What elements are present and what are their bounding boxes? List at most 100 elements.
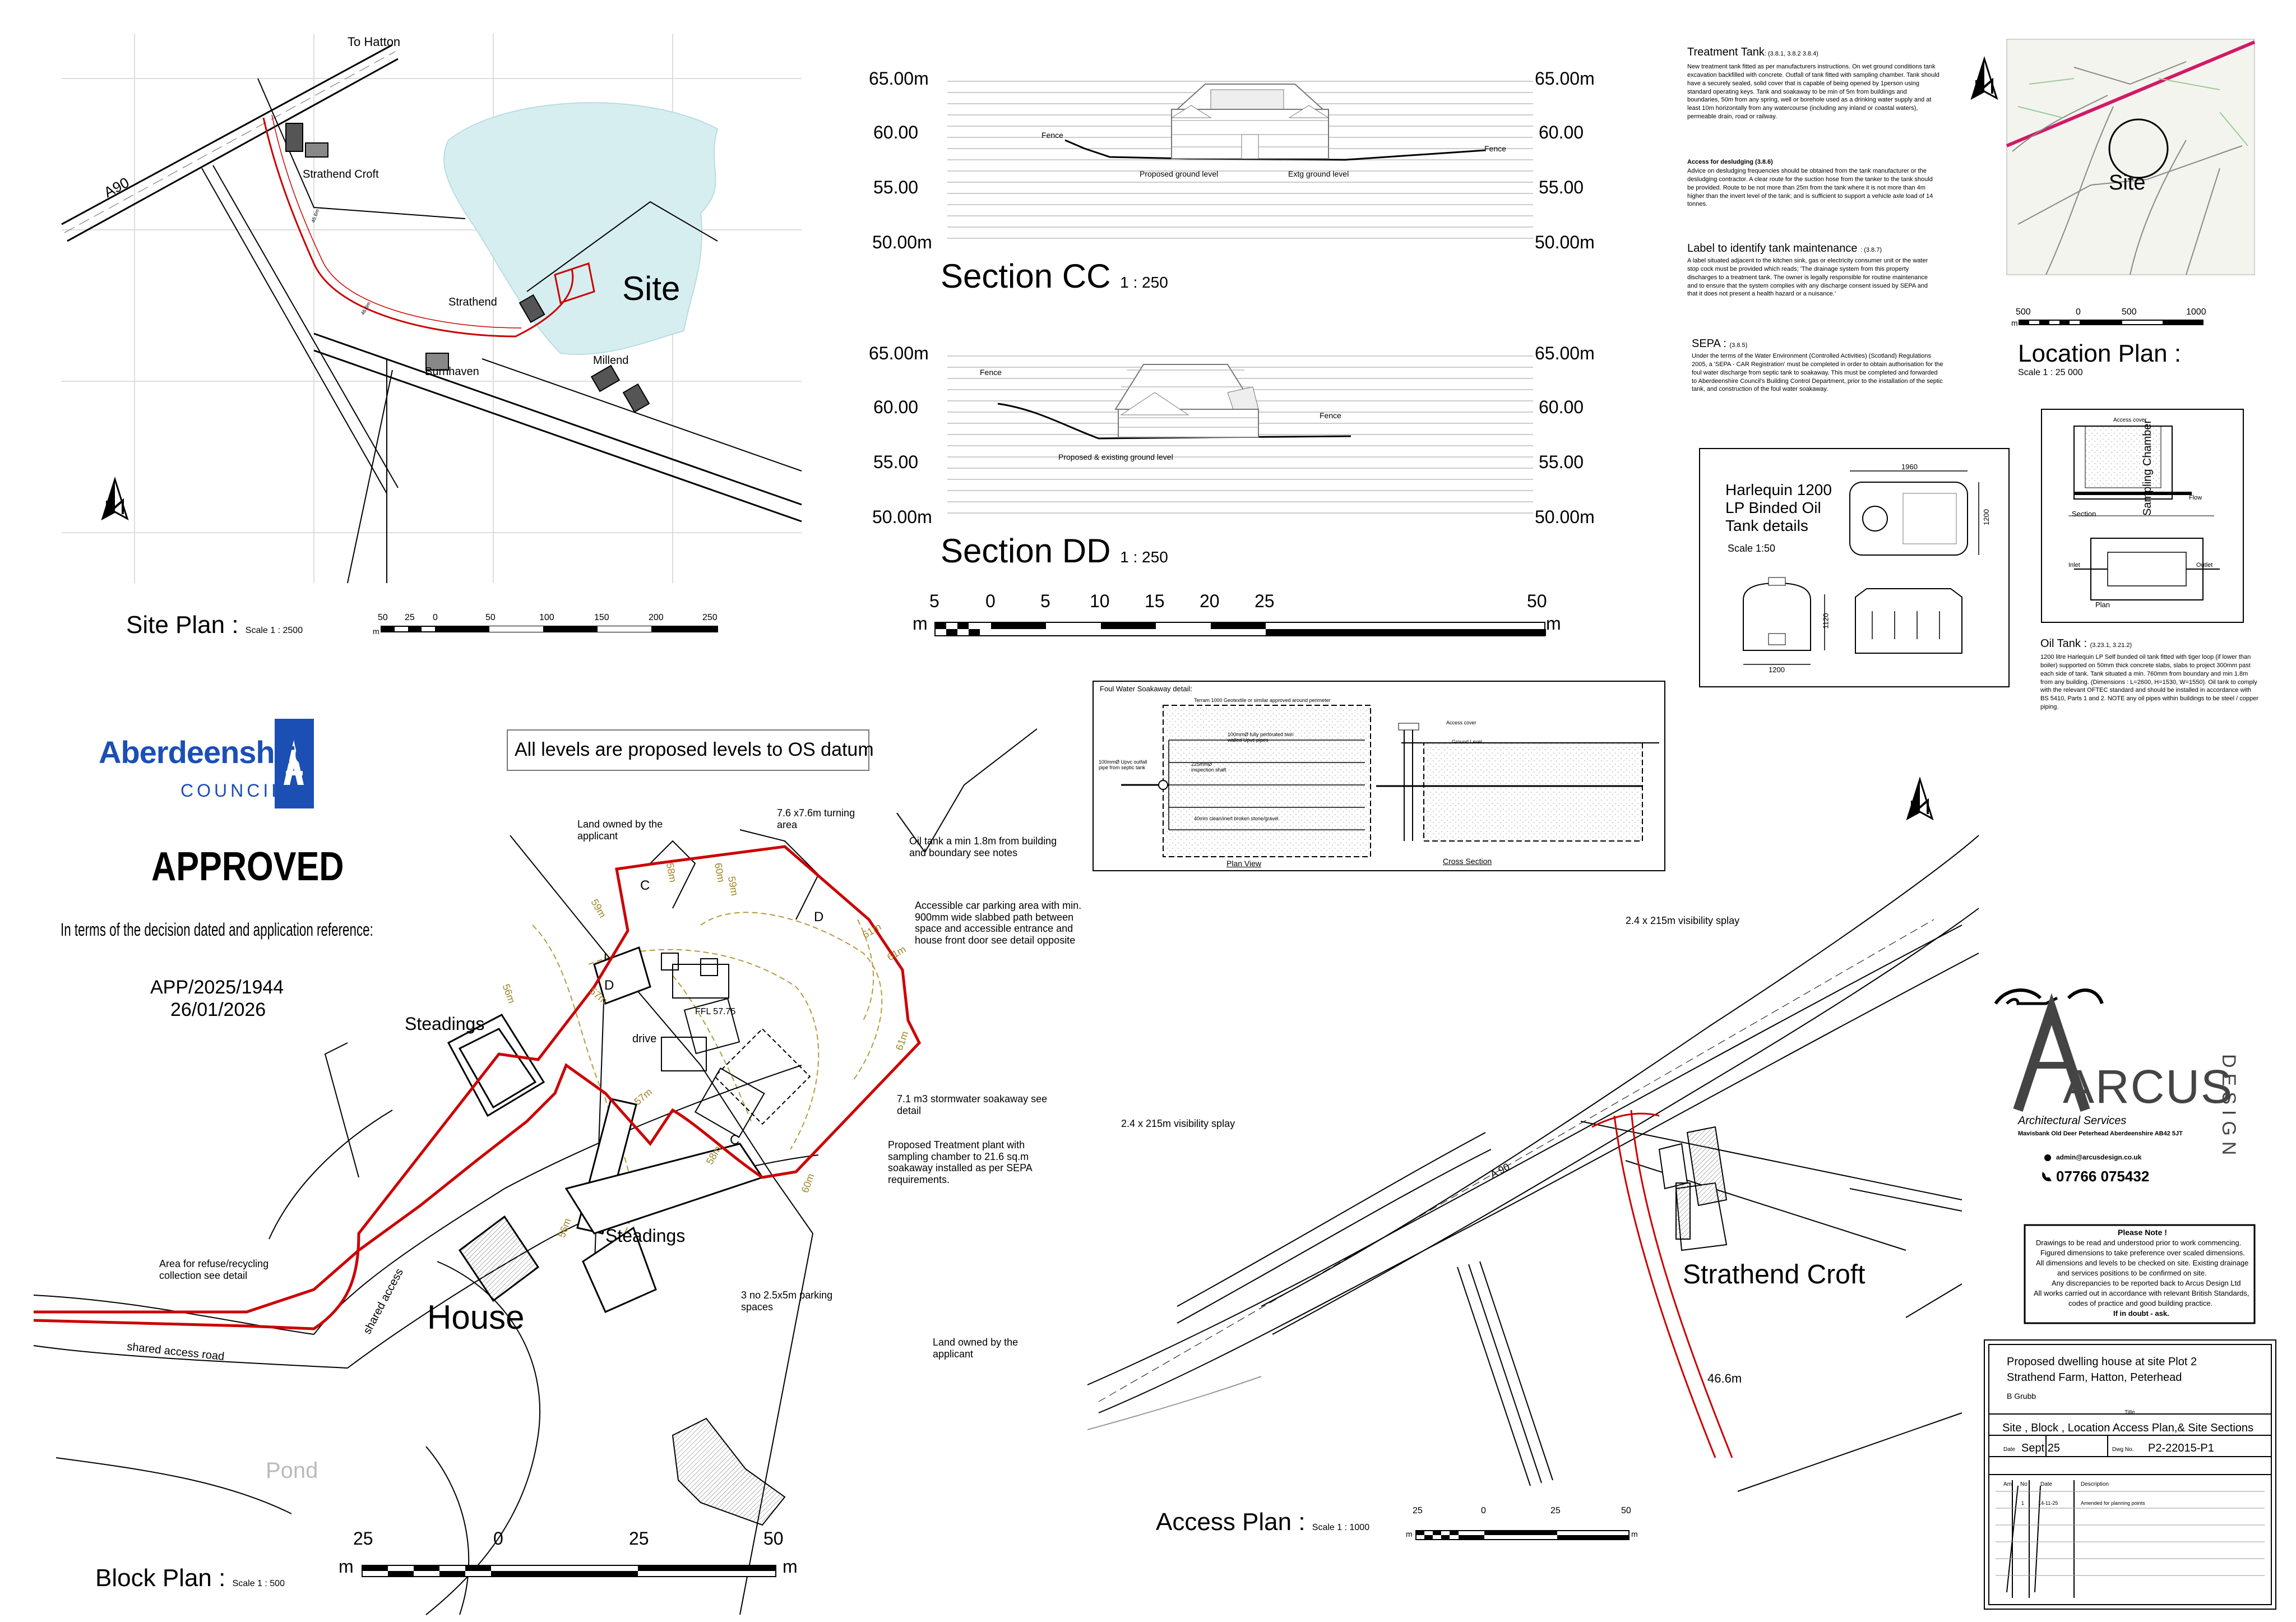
section-dd-drawing [947, 355, 1533, 514]
access-croft: Strathend Croft [1683, 1260, 1866, 1290]
phone-icon [2042, 1172, 2052, 1181]
cc-fence-right: Fence [1484, 144, 1506, 153]
tb-project-2: Strathend Farm, Hatton, Peterhead [2007, 1371, 2182, 1384]
block-turning: 7.6 x7.6m turning area [777, 807, 855, 830]
oil-tank-body: 1200 litre Harlequin LP Self bunded oil … [2040, 654, 2258, 711]
cc-existing-level: Extg ground level [1288, 169, 1349, 178]
soakaway-detail-box [1093, 681, 1665, 871]
arcus-phone: 07766 075432 [2056, 1168, 2150, 1185]
label-maint-body: A label situated adjacent to the kitchen… [1687, 257, 1928, 298]
soakaway-title: Foul Water Soakaway detail: [1100, 685, 1192, 693]
oil-tank-detail-title: Harlequin 1200 LP Binded Oil Tank detail… [1725, 481, 1832, 535]
block-spaces: 3 no 2.5x5m parking spaces [741, 1290, 833, 1313]
sampling-chamber-title: Sampling Chamber [2141, 419, 2154, 516]
dim-1200-a: 1200 [1982, 509, 1991, 525]
soakaway-note-gravel: 40mm clean/inert broken stone/gravel [1194, 816, 1279, 821]
dd-fence-left: Fence [980, 368, 1002, 377]
block-land-bottom: Land owned by the applicant [933, 1337, 1019, 1360]
block-steadings-1: Steadings [405, 1014, 485, 1034]
sampling-chamber-box [2041, 409, 2244, 623]
arcus-design-text: DESIGN [2218, 1054, 2239, 1161]
arcus-email: admin@arcusdesign.co.uk [2056, 1153, 2142, 1161]
treatment-title: Treatment Tank: (3.8.1, 3.8.2 3.8.4) [1687, 46, 1818, 58]
levels-note-box [507, 729, 869, 771]
label-site: Site [622, 270, 681, 307]
block-land-top: Land owned by the applicant [577, 819, 663, 842]
soakaway-note-access: Access cover [1446, 720, 1476, 725]
north-arrow-icon [1971, 58, 1998, 99]
location-map [2006, 39, 2256, 275]
council-date: 26/01/2026 [170, 999, 266, 1020]
sampling-section-label: Section [2072, 510, 2096, 518]
site-plan-title: Site Plan : Scale 1 : 2500 [126, 611, 303, 639]
section-dd-title: Section DD 1 : 250 [941, 532, 1168, 570]
access-plan-drawing [1087, 835, 1979, 1540]
cc-fence-left: Fence [1041, 131, 1063, 140]
sampling-access-label: Access cover [2113, 417, 2147, 423]
block-treatment: Proposed Treatment plant with sampling c… [888, 1139, 1032, 1186]
label-strathend: Strathend [448, 296, 497, 308]
block-plan-scale-bar [362, 1565, 776, 1577]
levels-note: All levels are proposed levels to OS dat… [515, 739, 874, 760]
sampling-plan-label: Plan [2095, 600, 2110, 609]
soakaway-note-outfall: 100mmØ Upvc outfall pipe from septic tan… [1099, 759, 1147, 771]
please-note-box [2024, 1224, 2256, 1324]
block-house: House [427, 1298, 525, 1336]
treatment-body: New treatment tank fitted as per manufac… [1687, 63, 1939, 121]
dd-proposed-level: Proposed & existing ground level [1058, 452, 1173, 461]
council-decision: In terms of the decision dated and appli… [61, 919, 373, 940]
tb-date-label: Date [2003, 1447, 2016, 1453]
label-millend: Millend [593, 354, 629, 367]
access-splay-2: 2.4 x 215m visibility splay [1121, 1118, 1235, 1129]
access-plan-title: Access Plan : Scale 1 : 1000 [1156, 1508, 1370, 1536]
cc-proposed-level: Proposed ground level [1140, 169, 1219, 178]
access-dist: 46.6m [1707, 1371, 1742, 1385]
tb-title: Site , Block , Location Access Plan,& Si… [2002, 1422, 2254, 1434]
location-site-label: Site [2109, 171, 2146, 195]
label-to-hatton: To Hatton [348, 35, 401, 49]
oil-tank-detail-box [1699, 448, 2010, 687]
tb-title-label: Title [2124, 1410, 2135, 1416]
soakaway-note-shaft: 225mmØ inspection shaft [1191, 761, 1226, 773]
soakaway-plan-view: Plan View [1226, 859, 1262, 868]
oil-tank-detail-scale: Scale 1:50 [1728, 543, 1776, 554]
block-plan-drawing [33, 728, 1038, 1615]
block-oiltank: Oil tank a min 1.8m from building and bo… [909, 835, 1057, 858]
dim-1960: 1960 [1901, 463, 1918, 471]
block-plan-title: Block Plan : Scale 1 : 500 [95, 1564, 285, 1592]
council-logo-mark [275, 719, 314, 808]
arcus-sub: Architectural Services [2018, 1115, 2127, 1127]
sepa-title: SEPA : (3.8.5) [1692, 338, 1748, 350]
sepa-body: Under the terms of the Water Environment… [1692, 353, 1943, 393]
email-icon [2044, 1154, 2051, 1161]
location-plan-scale: Scale 1 : 25 000 [2018, 368, 2083, 377]
dim-1120: 1120 [1821, 613, 1830, 629]
tb-date: Sept 25 [2021, 1442, 2060, 1454]
label-maint-title: Label to identify tank maintenance : (3.… [1687, 242, 1882, 255]
block-soakaway: 7.1 m3 stormwater soakaway see detail [897, 1093, 1048, 1116]
desludging-body: Advice on desludging frequencies should … [1687, 168, 1933, 208]
tb-dwg-label: Dwg No. [2112, 1447, 2134, 1453]
block-parking: Accessible car parking area with min. 90… [915, 900, 1082, 946]
soakaway-cross-section: Cross Section [1443, 857, 1492, 866]
block-refuse: Area for refuse/recycling collection see… [159, 1258, 269, 1281]
dd-fence-right: Fence [1320, 411, 1341, 420]
tb-client: B Grubb [2007, 1392, 2036, 1401]
location-scale-bar [2019, 320, 2204, 325]
dim-1200-b: 1200 [1769, 666, 1785, 674]
desludging-title: Access for desludging (3.8.6) [1687, 159, 1773, 165]
block-steadings-2: Steadings [605, 1226, 686, 1246]
council-name: Aberdeenshire [99, 734, 312, 770]
tb-dwg-no: P2-22015-P1 [2148, 1442, 2214, 1454]
arcus-logo-mark [1994, 988, 2104, 1112]
arcus-logo-text: ARCUS [2063, 1060, 2234, 1113]
arcus-address: Mavisbank Old Deer Peterhead Aberdeenshi… [2018, 1130, 2183, 1137]
sampling-outlet-label: Outlet [2196, 562, 2213, 569]
council-reference: APP/2025/1944 [150, 977, 284, 998]
oil-tank-title: Oil Tank : (3.23.1, 3.21.2) [2040, 637, 2132, 650]
north-arrow-icon [1906, 778, 1933, 820]
title-block-frame [1984, 1339, 2276, 1610]
label-strathend-croft: Strathend Croft [303, 168, 379, 181]
label-burnhaven: Burnhaven [425, 366, 479, 378]
section-scale-bar [934, 622, 1546, 636]
